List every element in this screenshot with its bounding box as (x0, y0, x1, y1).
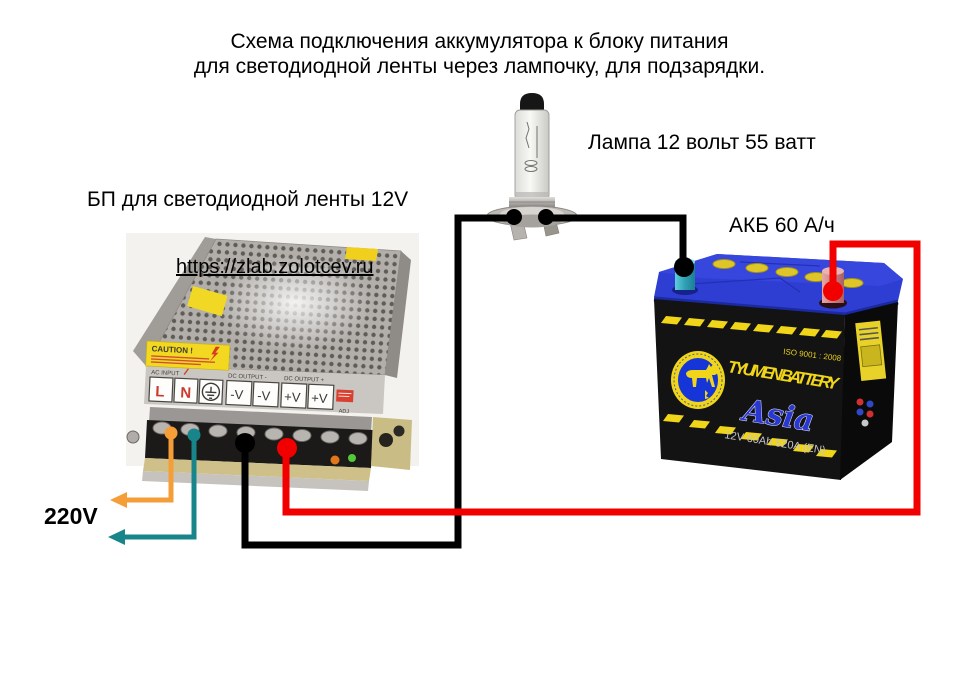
terminal-posV-1: +V (284, 389, 301, 405)
psu-dc-output-neg-label: DC OUTPUT - (228, 374, 267, 382)
mains-line-arrow-icon (110, 492, 127, 508)
title-line-2: для светодиодной ленты через лампочку, д… (193, 55, 766, 78)
psu-dc-output-pos-label: DC OUTPUT + (284, 376, 325, 384)
terminal-L: L (155, 383, 165, 400)
psu-caution-label: CAUTION ! (151, 344, 193, 355)
psu-photo: CAUTION ! AC INPUT DC OUTPUT - DC OUTPUT… (126, 233, 419, 491)
battery-side-icons (856, 398, 874, 427)
battery-logo (671, 351, 725, 409)
psu-caution-sticker: CAUTION ! (145, 340, 231, 371)
lamp-label: Лампа 12 вольт 55 ватт (588, 131, 816, 154)
psu-right-side (385, 251, 411, 378)
terminal-negV-2: -V (257, 388, 271, 404)
psu-terminal-labels: AC INPUT DC OUTPUT - DC OUTPUT + L N -V … (148, 368, 354, 415)
site-url-link[interactable]: https://zlab.zolotcev.ru (176, 256, 374, 278)
terminal-N: N (180, 384, 192, 401)
psu-adjust-pot (330, 455, 340, 465)
wire-negative-psu-to-lamp (241, 214, 514, 549)
psu-terminal-strip (126, 407, 373, 468)
wire-positive-battery-to-psu (282, 240, 921, 516)
mains-neutral-arrow-icon (108, 529, 125, 545)
terminal-negV-1: -V (230, 387, 244, 403)
lightning-icon (210, 346, 220, 362)
wires (122, 214, 921, 549)
diagram-title: Схема подключения аккумулятора к блоку п… (0, 29, 959, 79)
earth-icon (201, 382, 221, 401)
title-line-1: Схема подключения аккумулятора к блоку п… (230, 30, 729, 53)
wire-junction-dots (164, 209, 843, 458)
psu-top-sticker (187, 286, 228, 317)
psu-pcb (142, 417, 412, 491)
psu-ac-input-label: AC INPUT (151, 370, 180, 377)
psu-adj-label: ADJ (338, 409, 349, 415)
terminal-posV-2: +V (311, 390, 328, 406)
ac-mark-icon (183, 368, 189, 375)
lamp-glass (514, 109, 550, 201)
psu-left-side (133, 237, 216, 366)
mains-voltage-label: 220V (44, 503, 98, 529)
battery-label: АКБ 60 А/ч (729, 214, 835, 237)
battery-side-label (855, 320, 887, 381)
wire-mains-neutral (122, 435, 197, 540)
lamp-filament (524, 121, 538, 172)
moose-icon (686, 363, 719, 399)
psu-corner-sticker (345, 247, 378, 261)
battery-front-face (654, 299, 845, 480)
wire-negative-lamp-to-battery (546, 214, 687, 270)
psu-label: БП для светодиодной ленты 12V (87, 188, 409, 211)
battery-photo: ISO 9001 : 2008 TYUMEN BATTERY Asia 12V … (653, 254, 903, 480)
battery-right-face (840, 302, 898, 480)
wire-mains-line (124, 433, 174, 503)
psu-mesh-highlight (217, 255, 373, 351)
psu-led (348, 454, 356, 462)
